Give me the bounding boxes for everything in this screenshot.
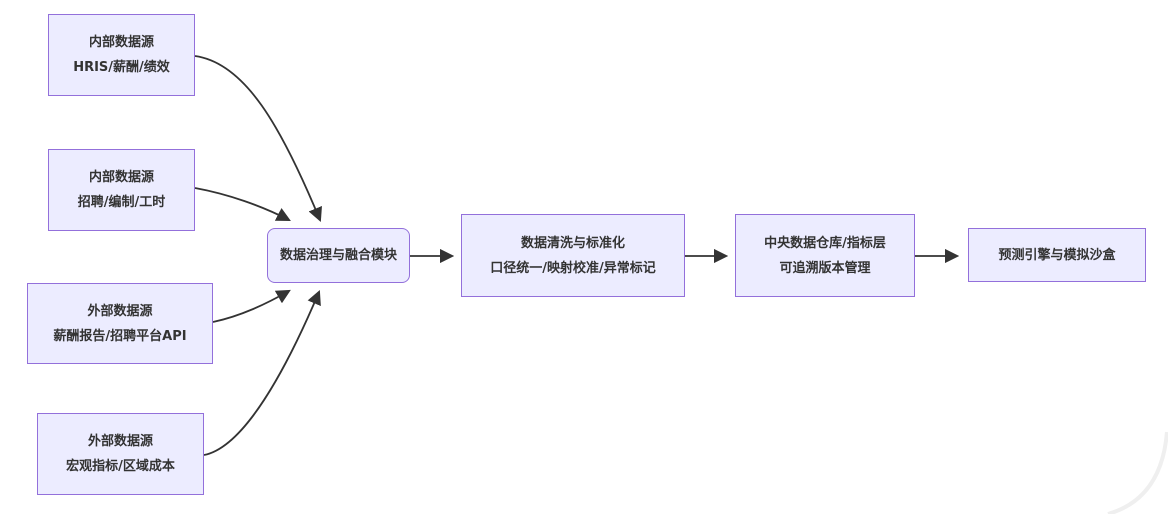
node-sublabel: 薪酬报告/招聘平台API bbox=[53, 328, 187, 344]
edge-internal2-to-governance bbox=[194, 187, 291, 221]
node-sublabel: 招聘/编制/工时 bbox=[77, 195, 166, 210]
node-prediction-engine-sandbox: 预测引擎与模拟沙盒 bbox=[968, 228, 1146, 282]
node-label: 内部数据源 bbox=[88, 170, 154, 185]
node-label: 外部数据源 bbox=[87, 303, 153, 319]
edge-external1-to-governance bbox=[212, 289, 291, 323]
node-sublabel: 宏观指标/区域成本 bbox=[66, 459, 175, 474]
node-label: 内部数据源 bbox=[88, 35, 154, 50]
container-corner-curve bbox=[1107, 431, 1168, 514]
node-central-data-warehouse: 中央数据仓库/指标层 可追溯版本管理 bbox=[735, 214, 915, 297]
node-label: 数据治理与融合模块 bbox=[279, 248, 397, 263]
node-label: 预测引擎与模拟沙盒 bbox=[998, 247, 1116, 263]
node-data-governance-module: 数据治理与融合模块 bbox=[267, 228, 410, 283]
edge-external2-to-governance bbox=[203, 290, 321, 456]
node-label: 中央数据仓库/指标层 bbox=[764, 235, 886, 251]
node-internal-source-recruiting: 内部数据源 招聘/编制/工时 bbox=[48, 149, 195, 231]
node-sublabel: 口径统一/映射校准/异常标记 bbox=[490, 260, 656, 276]
node-label: 数据清洗与标准化 bbox=[520, 235, 625, 251]
node-internal-source-hris: 内部数据源 HRIS/薪酬/绩效 bbox=[48, 14, 195, 96]
edge-internal1-to-governance bbox=[194, 55, 322, 222]
node-data-cleaning-standardization: 数据清洗与标准化 口径统一/映射校准/异常标记 bbox=[461, 214, 685, 297]
node-sublabel: HRIS/薪酬/绩效 bbox=[73, 60, 170, 75]
node-external-source-macro: 外部数据源 宏观指标/区域成本 bbox=[37, 413, 204, 495]
node-external-source-compensation: 外部数据源 薪酬报告/招聘平台API bbox=[27, 283, 213, 364]
node-label: 外部数据源 bbox=[87, 434, 153, 449]
node-sublabel: 可追溯版本管理 bbox=[779, 260, 871, 276]
